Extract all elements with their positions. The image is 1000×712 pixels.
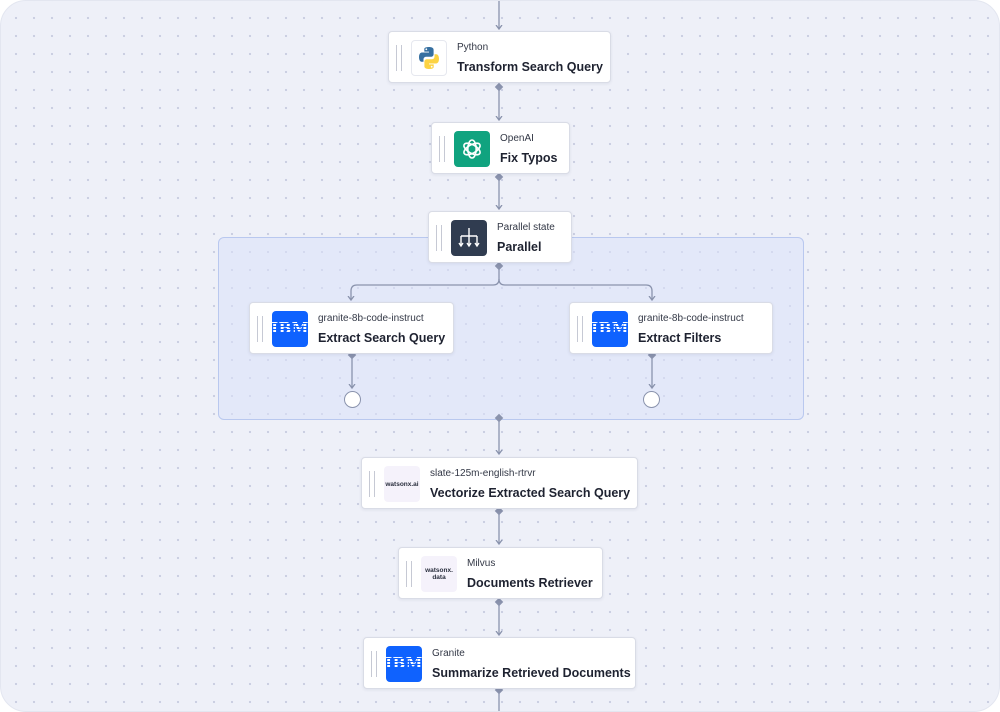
drag-handle-icon[interactable] [396, 45, 402, 71]
drag-handle-icon[interactable] [439, 136, 445, 162]
node-title: Extract Search Query [318, 331, 446, 345]
drag-handle-icon[interactable] [257, 316, 263, 342]
node-subtitle: granite-8b-code-instruct [318, 313, 424, 324]
ibm-logo-icon: IBM [272, 311, 308, 347]
node-title: Parallel [497, 240, 542, 254]
node-extract-search-query[interactable]: IBM granite-8b-code-instruct Extract Sea… [249, 302, 454, 354]
node-parallel[interactable]: Parallel state Parallel [428, 211, 572, 263]
node-subtitle: Granite [432, 648, 465, 659]
node-subtitle: Python [457, 42, 489, 53]
node-extract-filters[interactable]: IBM granite-8b-code-instruct Extract Fil… [569, 302, 773, 354]
ibm-logo-icon: IBM [592, 311, 628, 347]
node-title: Extract Filters [638, 331, 722, 345]
drag-handle-icon[interactable] [406, 561, 412, 587]
edge-parallel-left [351, 267, 500, 300]
node-fix-typos[interactable]: OpenAI Fix Typos [431, 122, 570, 174]
node-subtitle: Parallel state [497, 222, 555, 233]
node-title: Fix Typos [500, 151, 558, 165]
node-subtitle: Milvus [467, 558, 496, 569]
drag-handle-icon[interactable] [577, 316, 583, 342]
node-transform-search-query[interactable]: Python Transform Search Query [388, 31, 611, 83]
node-title: Summarize Retrieved Documents [432, 666, 631, 680]
node-documents-retriever[interactable]: watsonx. data Milvus Documents Retriever [398, 547, 603, 599]
node-title: Documents Retriever [467, 576, 593, 590]
node-subtitle: OpenAI [500, 133, 534, 144]
parallel-split-icon [451, 220, 487, 256]
branch-end-circle-right[interactable] [643, 391, 660, 408]
watsonx-data-logo-icon: watsonx. data [421, 556, 457, 592]
watsonx-ai-logo-icon: watsonx.ai [384, 466, 420, 502]
python-logo-icon [411, 40, 447, 76]
drag-handle-icon[interactable] [369, 471, 375, 497]
node-vectorize-extracted-search-query[interactable]: watsonx.ai slate-125m-english-rtrvr Vect… [361, 457, 638, 509]
node-subtitle: slate-125m-english-rtrvr [430, 468, 536, 479]
node-subtitle: granite-8b-code-instruct [638, 313, 744, 324]
drag-handle-icon[interactable] [371, 651, 377, 677]
openai-logo-icon [454, 131, 490, 167]
branch-end-circle-left[interactable] [344, 391, 361, 408]
ibm-logo-icon: IBM [386, 646, 422, 682]
node-title: Transform Search Query [457, 60, 603, 74]
node-title: Vectorize Extracted Search Query [430, 486, 631, 500]
edge-parallel-right [498, 278, 652, 300]
node-summarize-retrieved-documents[interactable]: IBM Granite Summarize Retrieved Document… [363, 637, 636, 689]
drag-handle-icon[interactable] [436, 225, 442, 251]
